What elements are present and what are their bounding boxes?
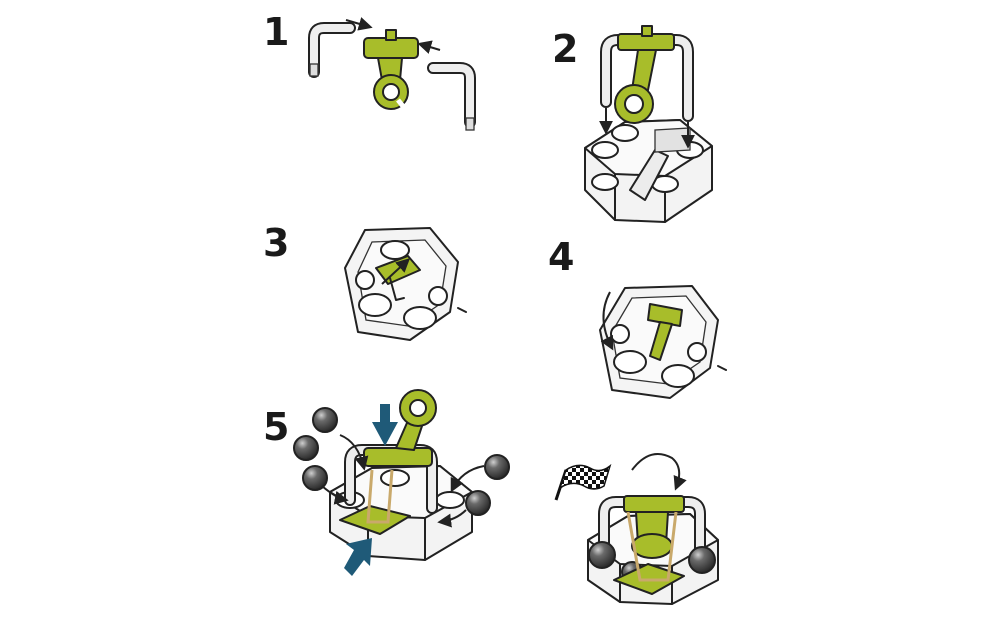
green-lever-part xyxy=(339,389,437,535)
right-rod xyxy=(427,62,476,131)
step-2: 2 xyxy=(552,25,713,223)
curved-arrow-icon xyxy=(600,291,614,351)
curved-arrow-icon xyxy=(339,434,369,471)
curved-arrow-icon xyxy=(321,485,349,505)
step-number-5: 5 xyxy=(263,405,289,449)
arrow-icon xyxy=(417,40,441,54)
left-rod xyxy=(308,22,356,78)
green-lever-part xyxy=(363,29,419,112)
step-number-4: 4 xyxy=(548,235,574,279)
checkered-flag-icon xyxy=(554,463,612,501)
curved-arrow-icon xyxy=(450,465,485,493)
step-number-3: 3 xyxy=(263,221,289,265)
step-final xyxy=(554,453,719,605)
hex-base xyxy=(584,119,713,223)
step-4: 4 xyxy=(548,235,727,399)
blue-press-arrow-top xyxy=(372,404,398,446)
curved-arrow-icon xyxy=(631,453,687,491)
arrow-icon xyxy=(345,17,373,31)
arrow-icon xyxy=(381,258,411,285)
green-lever-part xyxy=(613,495,685,595)
step-5: 5 xyxy=(263,389,510,576)
curved-arrow-icon xyxy=(437,509,467,528)
blue-press-arrow-bottom xyxy=(344,538,372,576)
step-3: 3 xyxy=(263,221,467,341)
steel-balls xyxy=(293,407,510,516)
frame-with-lever xyxy=(600,25,694,124)
step-1: 1 xyxy=(263,10,476,131)
hex-top-view xyxy=(344,227,467,341)
step-number-1: 1 xyxy=(263,10,289,54)
step-number-2: 2 xyxy=(552,27,578,71)
green-lever-part xyxy=(647,303,683,361)
